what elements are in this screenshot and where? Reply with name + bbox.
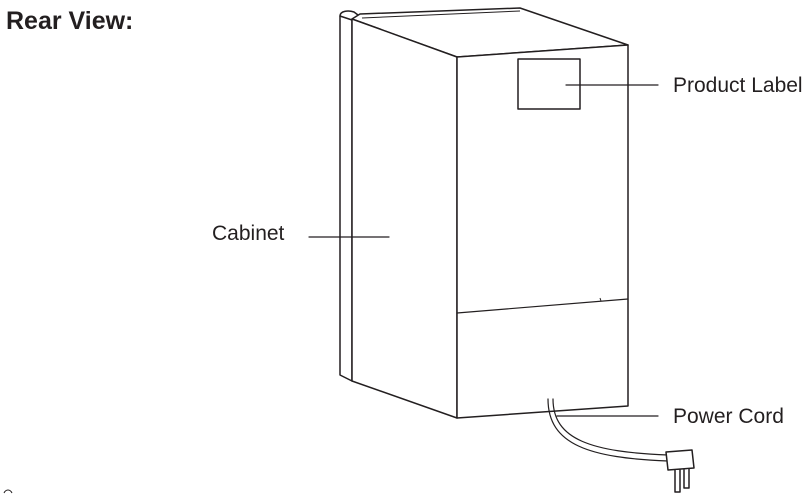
door-strip: [339, 15, 353, 382]
corner-mark: [3, 489, 13, 494]
power-cord-callout: Power Cord: [673, 405, 784, 428]
power-cord-line-outer: [547, 398, 669, 462]
product-label-callout: Product Label: [673, 74, 803, 97]
cabinet-side-face: [351, 18, 458, 419]
cabinet-back-face: [456, 44, 629, 419]
page-title: Rear View:: [6, 7, 134, 35]
power-plug-body: [665, 449, 695, 471]
power-plug-prong-right: [683, 468, 690, 489]
top-edge-line: [361, 10, 521, 19]
compressor-divider: [456, 298, 629, 314]
power-plug-prong-left: [674, 469, 681, 493]
divider-tick: [599, 297, 602, 302]
cabinet-callout: Cabinet: [212, 222, 285, 245]
product-label-plate: [517, 58, 581, 110]
power-cord-line-inner: [552, 398, 669, 456]
